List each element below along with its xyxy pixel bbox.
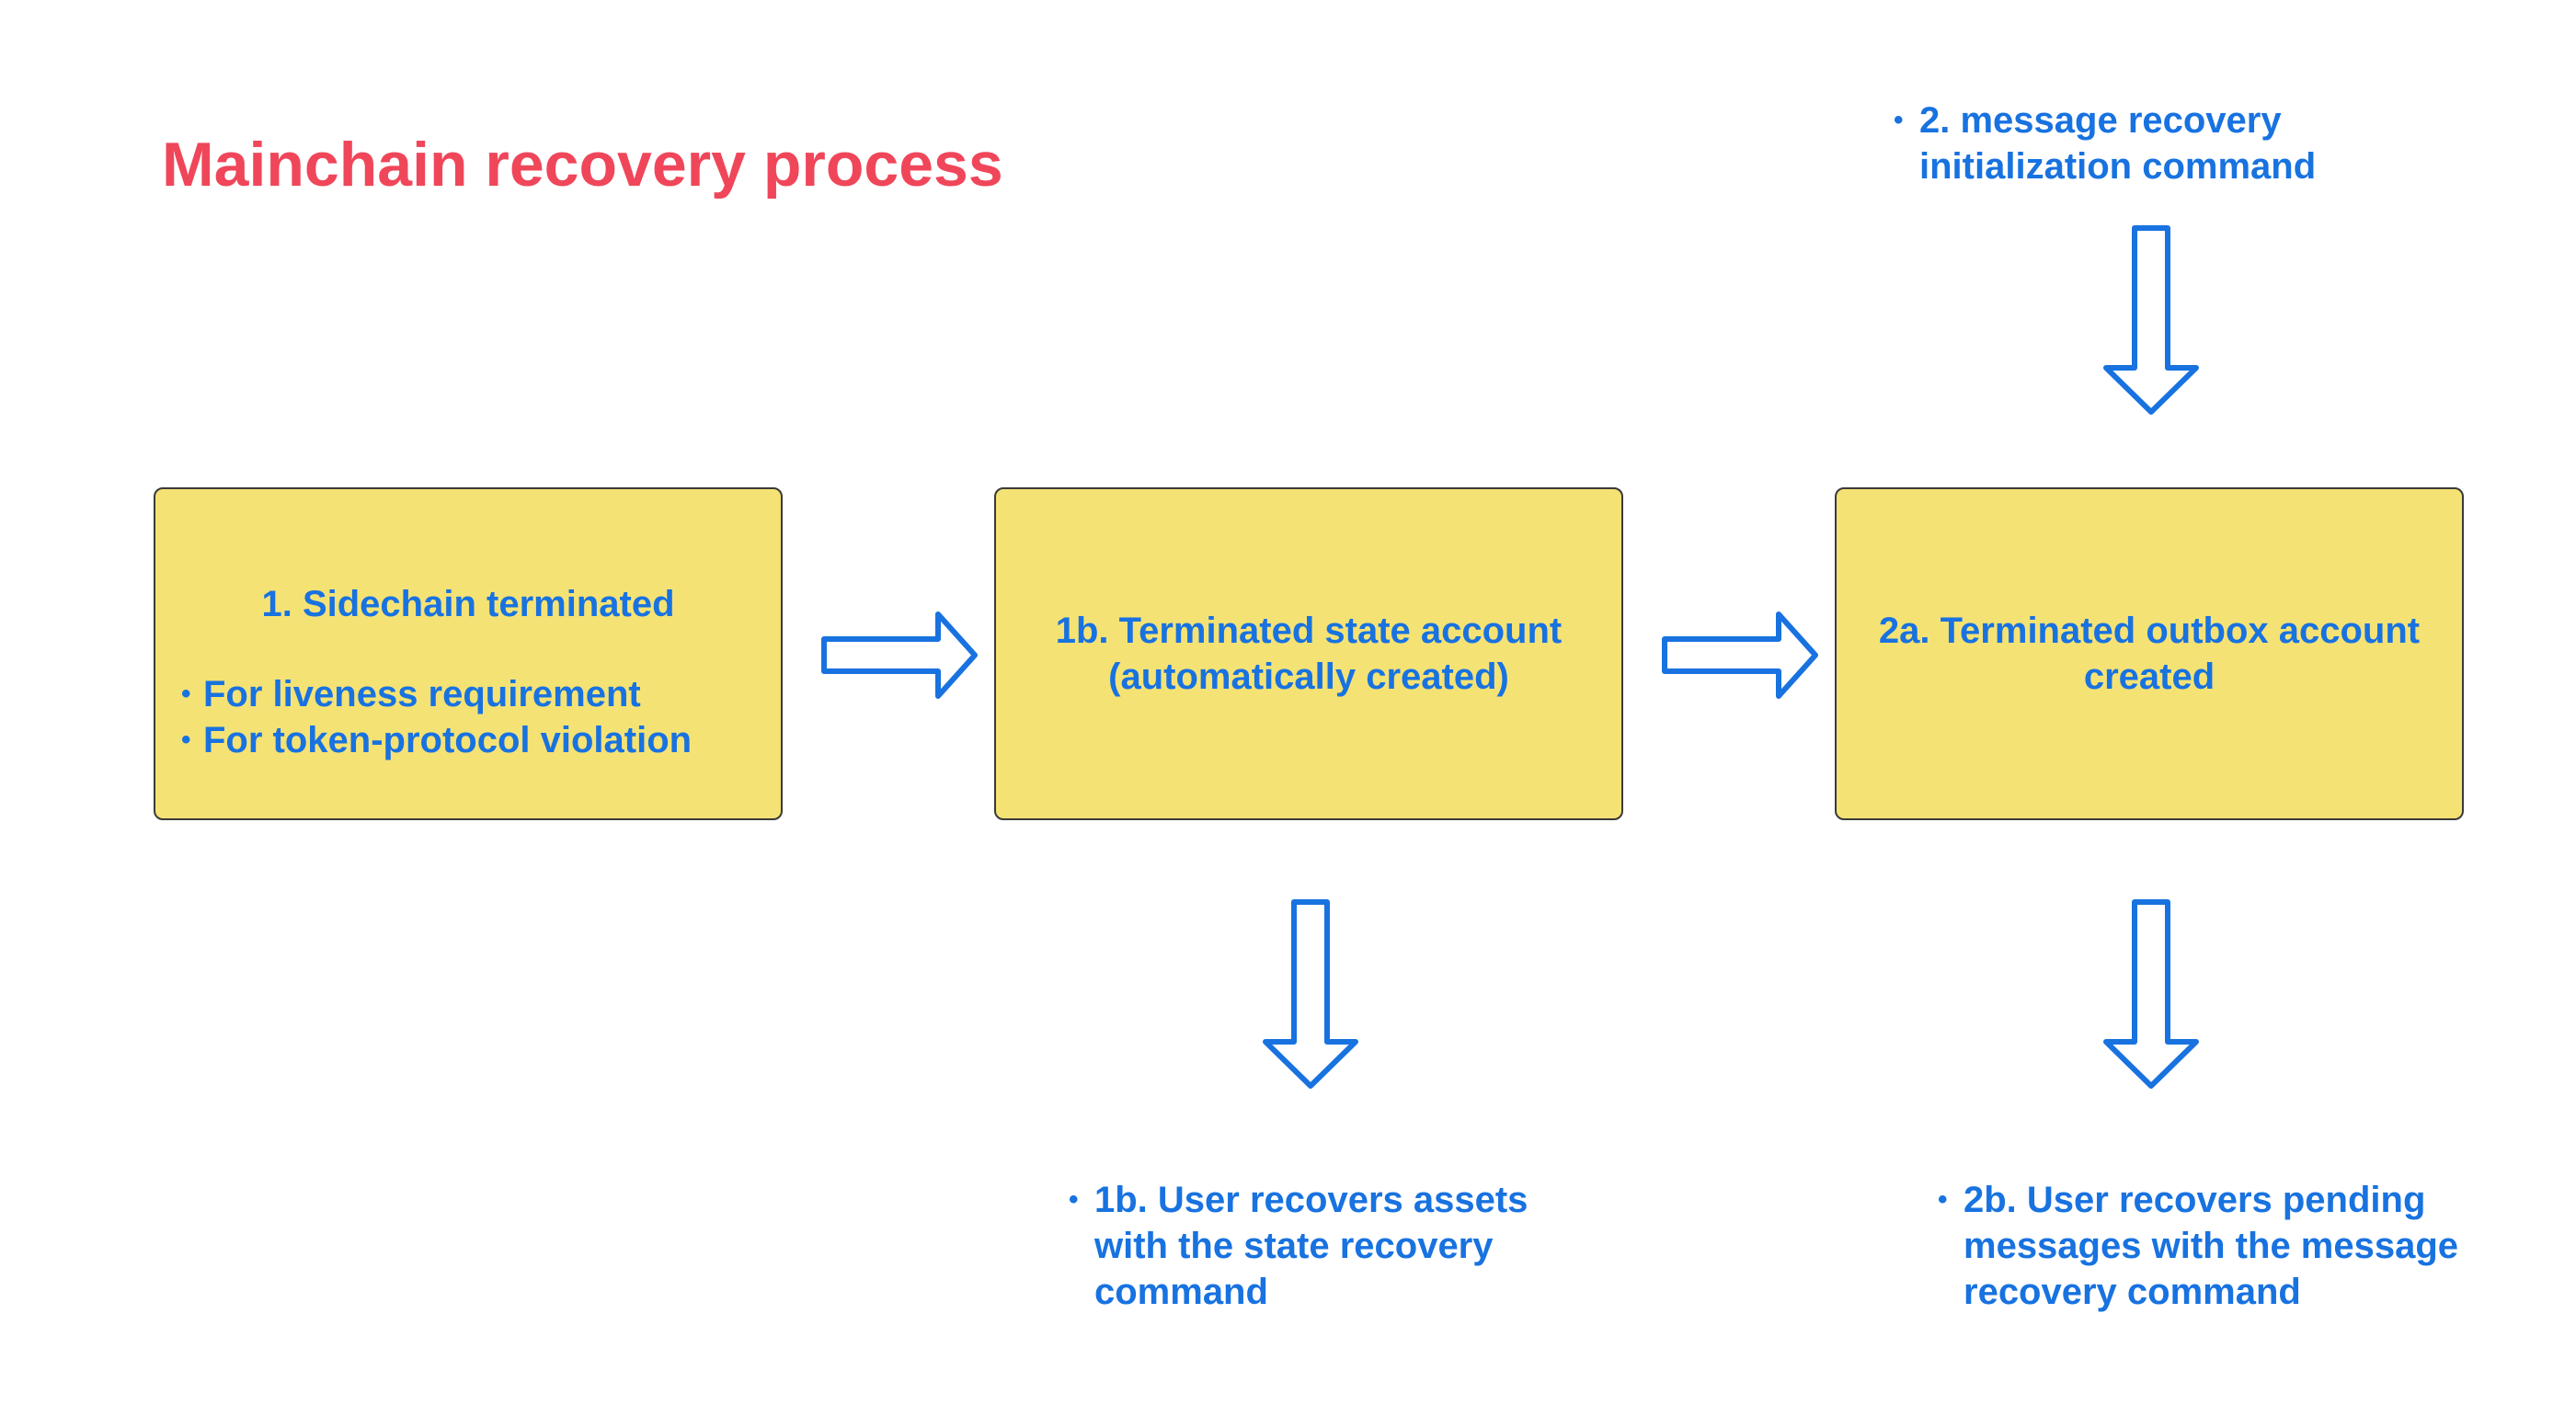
hollow-down-arrow-icon: [2103, 899, 2199, 1089]
note-line: with the state recovery: [1094, 1226, 1494, 1266]
note-line: initialization command: [1919, 146, 2317, 187]
box-label: 1. Sidechain terminated: [261, 584, 675, 624]
hollow-down-arrow-icon: [2103, 225, 2199, 415]
reason-text: For liveness requirement: [203, 674, 641, 714]
box-label-line: 2a. Terminated outbox account: [1878, 611, 2421, 651]
box-terminated-outbox-account: 2a. Terminated outbox account created: [1835, 487, 2464, 820]
note-line: command: [1094, 1272, 1268, 1312]
box-sidechain-terminated: 1. Sidechain terminated • For liveness r…: [154, 487, 783, 820]
bullet-dot: •: [1069, 1184, 1079, 1215]
reason-list: • For liveness requirement • For token-p…: [181, 671, 755, 763]
box-label-line: 1b. Terminated state account: [1055, 611, 1563, 651]
note-message-recovery-init: • 2. message recovery initialization com…: [1894, 97, 2317, 189]
note-line: messages with the message: [1963, 1226, 2459, 1266]
diagram-title: Mainchain recovery process: [162, 130, 1003, 200]
box-label-line: created: [2083, 657, 2215, 697]
box-label-line: (automatically created): [1108, 657, 1509, 697]
hollow-down-arrow-icon: [1263, 899, 1358, 1089]
bullet-dot: •: [181, 725, 191, 755]
box-terminated-state-account: 1b. Terminated state account (automatica…: [994, 487, 1623, 820]
note-line: 2. message recovery: [1919, 100, 2282, 141]
note-user-recovers-assets: • 1b. User recovers assets with the stat…: [1069, 1177, 1528, 1315]
note-line: 1b. User recovers assets: [1094, 1180, 1528, 1220]
hollow-right-arrow-icon: [821, 611, 978, 699]
note-user-recovers-messages: • 2b. User recovers pending messages wit…: [1938, 1177, 2459, 1315]
bullet-dot: •: [1938, 1184, 1948, 1215]
note-line: recovery command: [1963, 1272, 2301, 1312]
hollow-right-arrow-icon: [1662, 611, 1818, 699]
bullet-dot: •: [1894, 105, 1904, 135]
reason-item: • For liveness requirement: [181, 671, 755, 717]
bullet-dot: •: [181, 679, 191, 709]
reason-text: For token-protocol violation: [203, 720, 693, 760]
reason-item: • For token-protocol violation: [181, 717, 755, 763]
note-line: 2b. User recovers pending: [1963, 1180, 2426, 1220]
